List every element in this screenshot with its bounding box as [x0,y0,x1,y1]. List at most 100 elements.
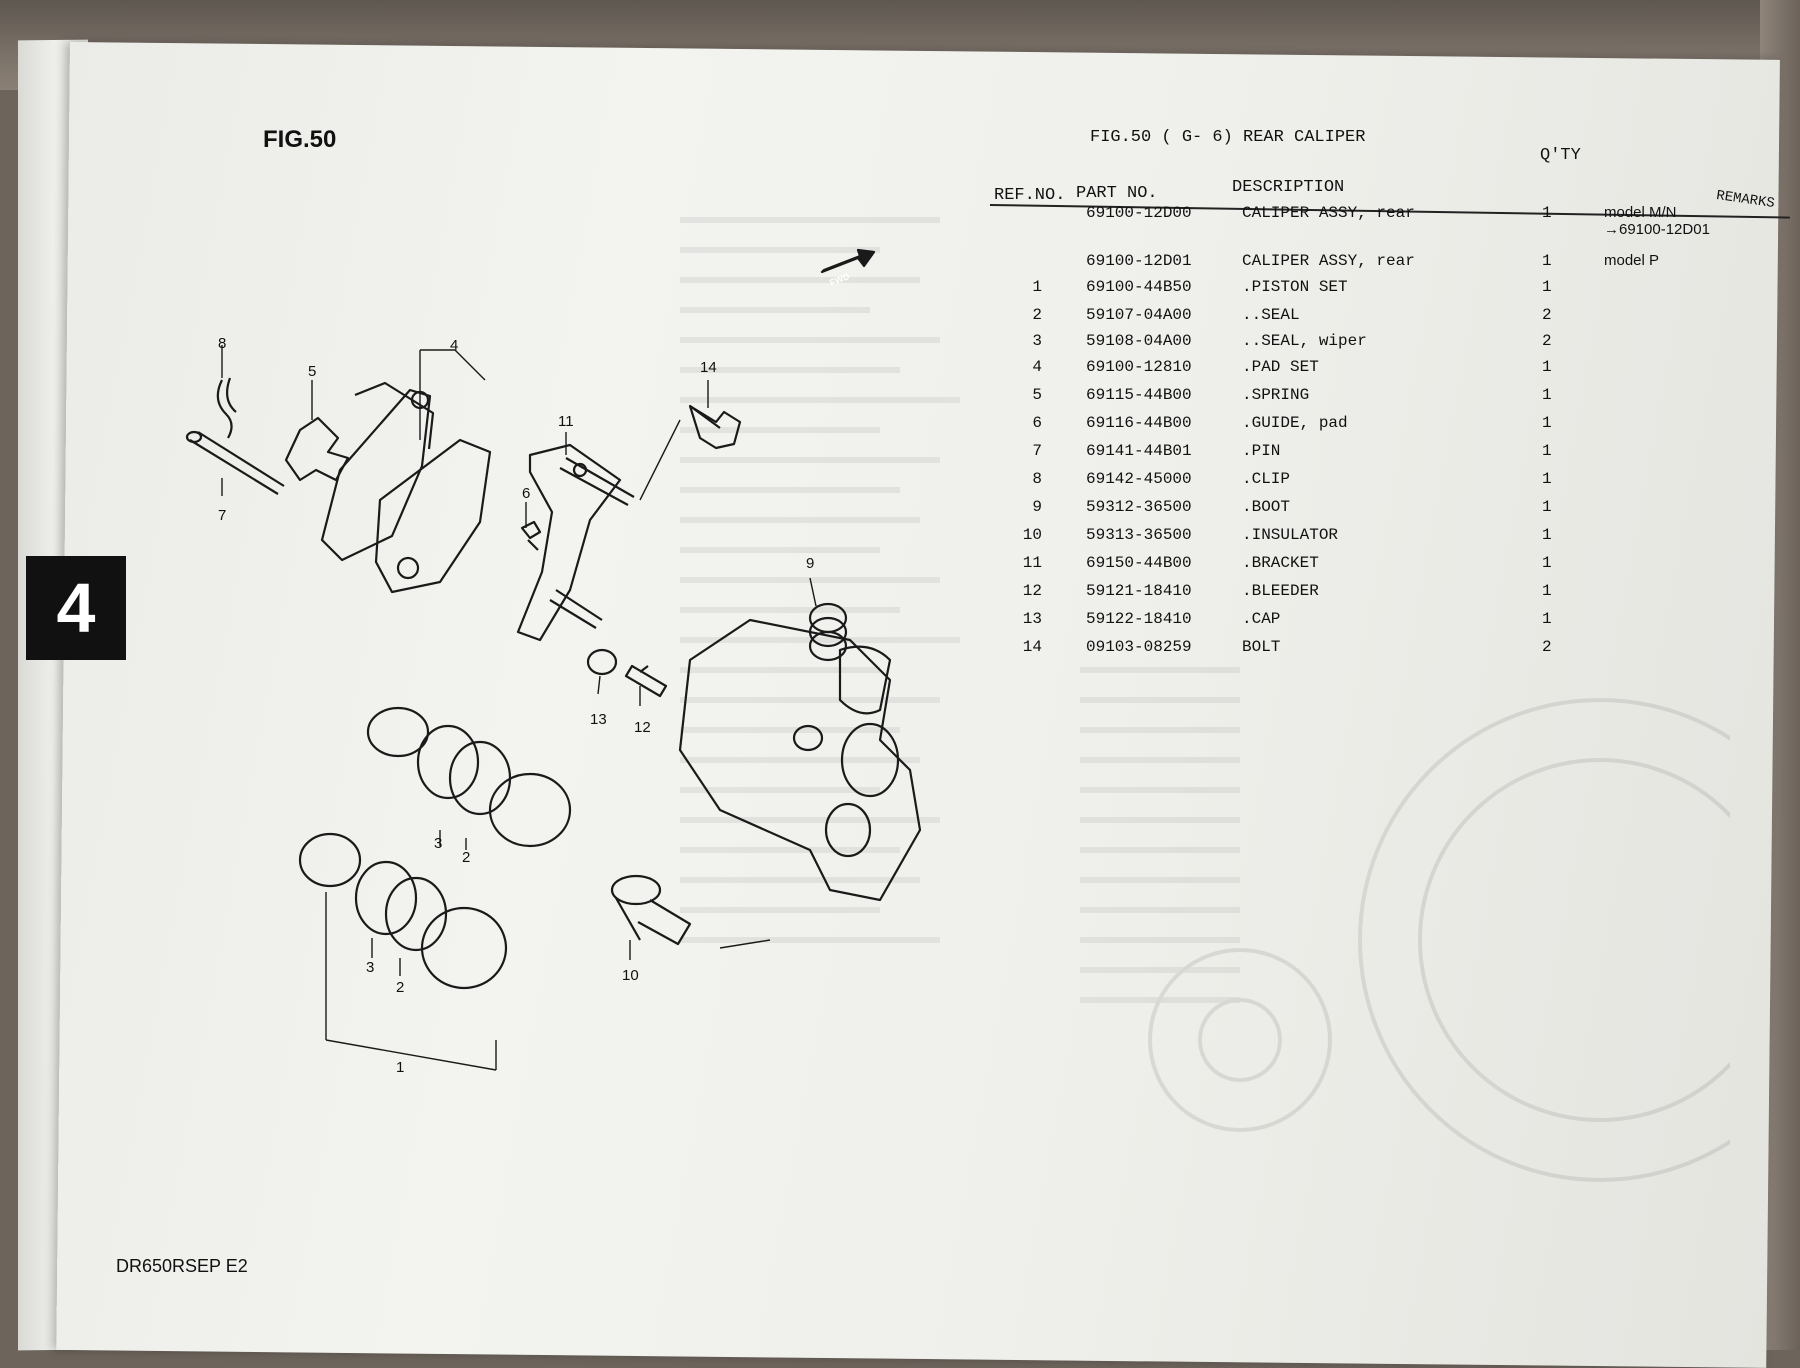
description-header: DESCRIPTION [1232,178,1345,197]
cap-part [586,648,618,676]
part-no-header: PART NO. [1076,184,1158,203]
ref-no-cell: 3 [1032,332,1042,350]
callout-3: 3 [434,835,442,852]
insulator-part [610,874,692,946]
qty-cell: 1 [1542,252,1552,270]
bleed-through-lines [680,217,1800,1182]
qty-cell: 1 [1542,582,1552,600]
qty-cell: 1 [1542,498,1552,516]
callout-12: 12 [634,719,651,736]
callout-10: 10 [622,967,639,984]
ref-no-cell: 5 [1032,386,1042,404]
boot-part [808,602,848,662]
qty-cell: 1 [1542,526,1552,544]
callout-7: 7 [218,507,226,524]
ref-no-cell: 12 [1022,582,1042,600]
ref-no-cell: 1 [1032,278,1042,296]
ref-no-cell: 10 [1022,526,1042,544]
description-cell: .BOOT [1242,498,1291,516]
description-cell: .PAD SET [1242,358,1319,376]
qty-cell: 1 [1542,414,1552,432]
qty-cell: 1 [1542,358,1552,376]
qty-header: Q'TY [1540,146,1581,165]
callout-1: 1 [396,1059,404,1076]
fwd-arrow-icon [820,248,876,274]
fwd-label: FWD [828,271,851,288]
callout-4: 4 [450,337,458,354]
bleeder-part [624,664,668,698]
ref-no-cell: 7 [1032,442,1042,460]
bracket-part [516,443,635,642]
description-cell: .SPRING [1242,386,1310,404]
qty-cell: 2 [1542,638,1552,656]
part-no-cell: 59312-36500 [1086,498,1192,516]
description-cell: CALIPER ASSY, rear [1242,204,1415,222]
bleed-through-texture [180,140,1800,1320]
part-no-cell: 59107-04A00 [1086,306,1192,324]
part-no-cell: 69100-12D01 [1086,252,1192,270]
callout-2: 2 [396,979,404,996]
guide-pad-part [520,520,542,551]
piston-set-upper [366,706,572,848]
description-cell: .PISTON SET [1242,278,1348,296]
qty-cell: 1 [1542,470,1552,488]
callout-13: 13 [590,711,607,728]
callout-9: 9 [806,555,814,572]
qty-cell: 2 [1542,306,1552,324]
figure-label: FIG.50 [263,126,337,153]
description-cell: .CAP [1242,610,1281,628]
section-tab: 4 [26,556,126,660]
part-no-cell: 69115-44B00 [1086,386,1192,404]
callout-8: 8 [218,335,226,352]
part-no-cell: 59313-36500 [1086,526,1192,544]
description-cell: .INSULATOR [1242,526,1339,544]
ref-no-cell: 6 [1032,414,1042,432]
qty-cell: 1 [1542,278,1552,296]
pin-part [185,430,285,495]
remarks-cell-line2: →69100-12D01 [1604,221,1710,238]
pad-set-part [320,381,492,594]
qty-cell: 1 [1542,386,1552,404]
description-cell: .CLIP [1242,470,1291,488]
remarks-cell: model P [1604,252,1660,269]
qty-cell: 1 [1542,554,1552,572]
part-no-cell: 69150-44B00 [1086,554,1192,572]
part-no-cell: 59108-04A00 [1086,332,1192,350]
ref-no-cell: 9 [1032,498,1042,516]
parts-list-title: FIG.50 ( G- 6) REAR CALIPER [1090,128,1366,147]
description-cell: ..SEAL, wiper [1242,332,1367,350]
part-no-cell: 09103-08259 [1086,638,1192,656]
part-no-cell: 59122-18410 [1086,610,1192,628]
clip-part [216,377,237,439]
part-no-cell: 69142-45000 [1086,470,1192,488]
description-cell: CALIPER ASSY, rear [1242,252,1415,270]
ref-no-cell: 4 [1032,358,1042,376]
description-cell: .PIN [1242,442,1281,460]
callout-3: 3 [366,959,374,976]
part-no-cell: 69100-12810 [1086,358,1192,376]
callout-5: 5 [308,363,316,380]
callout-14: 14 [700,359,717,376]
ref-no-header: REF.NO. [994,186,1066,205]
remarks-cell: model M/N [1604,204,1677,221]
ref-no-cell: 11 [1022,554,1042,572]
bolt-part [688,404,742,450]
piston-set-lower [298,832,508,990]
callout-6: 6 [522,485,530,502]
ref-no-cell: 14 [1022,638,1042,656]
description-cell: .BLEEDER [1242,582,1319,600]
part-no-cell: 69141-44B01 [1086,442,1192,460]
description-cell: .GUIDE, pad [1242,414,1348,432]
ref-no-cell: 2 [1032,306,1042,324]
ref-no-cell: 8 [1032,470,1042,488]
part-no-cell: 69116-44B00 [1086,414,1192,432]
qty-cell: 1 [1542,442,1552,460]
ref-no-cell: 13 [1022,610,1042,628]
callout-2: 2 [462,849,470,866]
caliper-body-part [678,618,922,902]
footer-model-code: DR650RSEP E2 [116,1256,248,1276]
description-cell: ..SEAL [1242,306,1300,324]
description-cell: BOLT [1242,638,1281,656]
part-no-cell: 59121-18410 [1086,582,1192,600]
qty-cell: 1 [1542,204,1552,222]
